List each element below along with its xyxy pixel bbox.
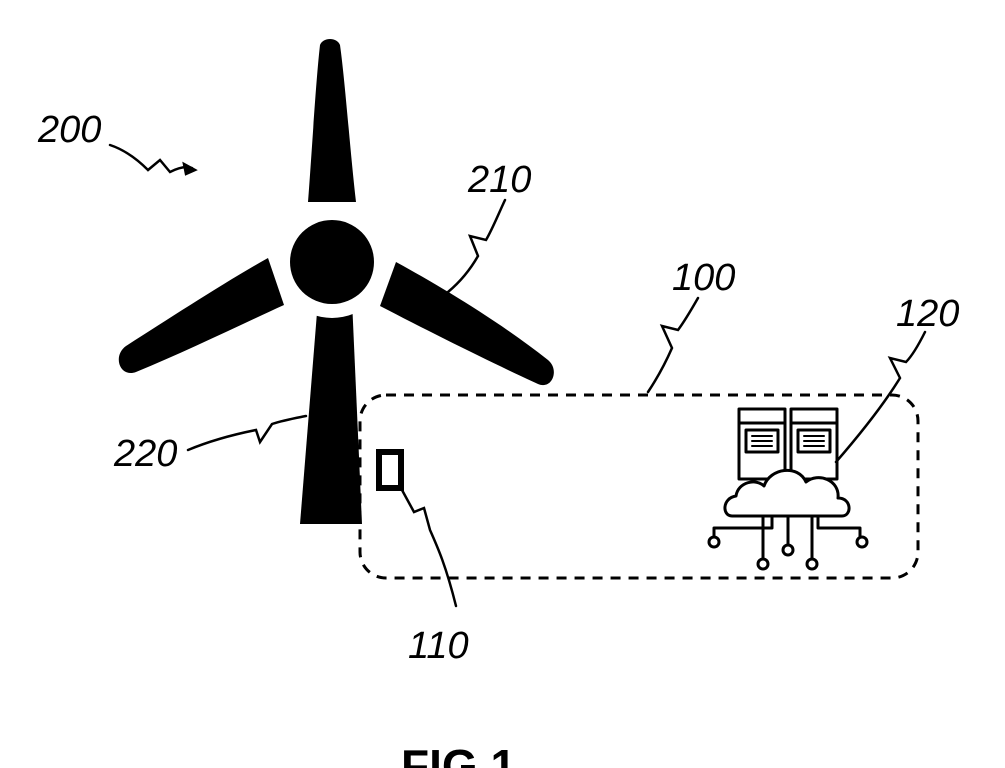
label-120: 120: [896, 293, 959, 335]
label-100: 100: [672, 257, 735, 299]
arrowhead-200: [184, 164, 195, 174]
sensor-device: [376, 449, 404, 491]
cloud-server-icon: [709, 409, 867, 569]
label-220: 220: [113, 433, 177, 475]
wind-turbine: [119, 39, 554, 524]
turbine-blade-left: [119, 258, 284, 373]
figure-caption: FIG.1: [401, 740, 516, 768]
label-110: 110: [408, 625, 469, 667]
label-210: 210: [467, 159, 531, 201]
leader-line-120: [836, 332, 925, 462]
leader-line-200: [110, 145, 192, 172]
leader-line-210: [448, 200, 505, 292]
leader-line-220: [188, 416, 306, 450]
turbine-blade-top: [308, 39, 356, 202]
turbine-tower: [300, 300, 362, 524]
label-200: 200: [37, 109, 101, 151]
turbine-hub: [290, 220, 374, 304]
cloud-icon: [725, 470, 849, 516]
leader-line-100: [648, 298, 698, 392]
leader-line-110: [402, 490, 456, 606]
turbine-blade-right: [380, 262, 554, 385]
